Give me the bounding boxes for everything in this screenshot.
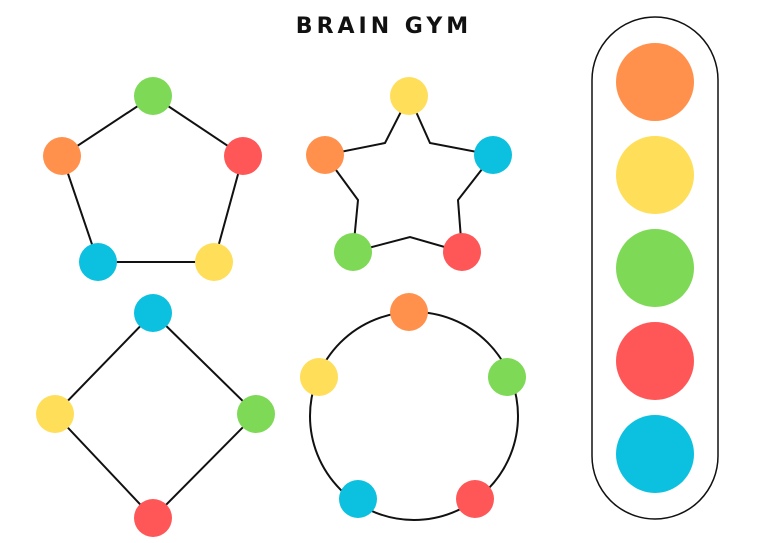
circle-dot-left[interactable] (300, 358, 338, 396)
diamond-shape (36, 294, 275, 537)
star-dot-bottom-right[interactable] (443, 233, 481, 271)
star-dot-top[interactable] (390, 77, 428, 115)
palette-frame (591, 16, 719, 520)
game-title: BRAIN GYM (295, 14, 473, 39)
pentagon-dot-bottom-right[interactable] (195, 243, 233, 281)
pentagon-dot-left[interactable] (43, 137, 81, 175)
circle-dot-bottom-right[interactable] (456, 480, 494, 518)
diamond-dot-top[interactable] (134, 294, 172, 332)
color-palette (591, 16, 719, 520)
circle-dot-top[interactable] (390, 293, 428, 331)
star-dot-bottom-left[interactable] (334, 233, 372, 271)
pentagon-dot-bottom-left[interactable] (79, 243, 117, 281)
pentagon-dot-right[interactable] (224, 137, 262, 175)
palette-swatch-yellow[interactable] (616, 136, 694, 214)
pentagon-outline (60, 94, 245, 263)
diamond-dot-left[interactable] (36, 395, 74, 433)
circle-dot-bottom-left[interactable] (339, 480, 377, 518)
pentagon-dot-top[interactable] (134, 77, 172, 115)
palette-swatch-orange[interactable] (616, 43, 694, 121)
star-shape (306, 77, 512, 271)
palette-swatch-blue[interactable] (616, 415, 694, 493)
pentagon-shape (43, 77, 262, 281)
palette-swatch-green[interactable] (616, 229, 694, 307)
palette-swatch-red[interactable] (616, 322, 694, 400)
diamond-outline (53, 311, 258, 520)
star-dot-right[interactable] (474, 136, 512, 174)
circle-shape (300, 293, 526, 521)
star-dot-left[interactable] (306, 136, 344, 174)
star-outline (323, 93, 495, 254)
circle-dot-right[interactable] (488, 358, 526, 396)
diamond-dot-right[interactable] (237, 395, 275, 433)
diamond-dot-bottom[interactable] (134, 499, 172, 537)
